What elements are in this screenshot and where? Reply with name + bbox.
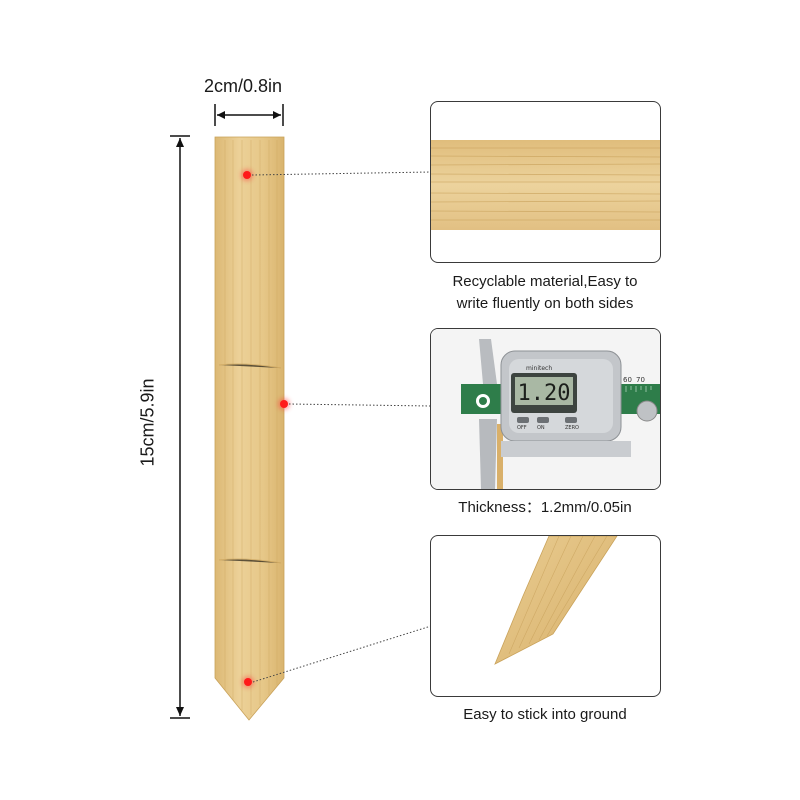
caliper-display-value: 1.20 — [518, 381, 571, 406]
caption-material: Recyclable material,Easy to write fluent… — [420, 271, 670, 315]
height-dimension-arrow — [170, 135, 190, 719]
caption-material-line-2: write fluently on both sides — [456, 295, 634, 312]
panel-pointed-tip — [430, 535, 661, 697]
marker-dot-middle — [280, 400, 288, 408]
caliper-button-on: ON — [537, 425, 545, 431]
caption-tip: Easy to stick into ground — [463, 706, 627, 723]
marker-dot-top — [243, 171, 251, 179]
caption-thickness: Thickness：1.2mm/0.05in — [458, 499, 632, 516]
bamboo-stake — [214, 136, 285, 721]
width-dimension-arrow — [214, 104, 284, 126]
marker-dot-bottom — [244, 678, 252, 686]
panel-caliper-thickness: 60 70 1.20 minitech OFF ON ZERO — [430, 328, 661, 490]
caption-material-line-1: Recyclable material,Easy to — [452, 273, 638, 290]
width-dimension-label: 2cm/0.8in — [204, 76, 283, 96]
panel-material-closeup — [430, 101, 661, 263]
scale-number: 60 — [623, 376, 632, 384]
caliper-button-zero: ZERO — [565, 425, 579, 431]
scale-number: 70 — [636, 376, 645, 384]
caliper-brand: minitech — [526, 365, 552, 372]
caliper-button-off: OFF — [517, 425, 527, 431]
